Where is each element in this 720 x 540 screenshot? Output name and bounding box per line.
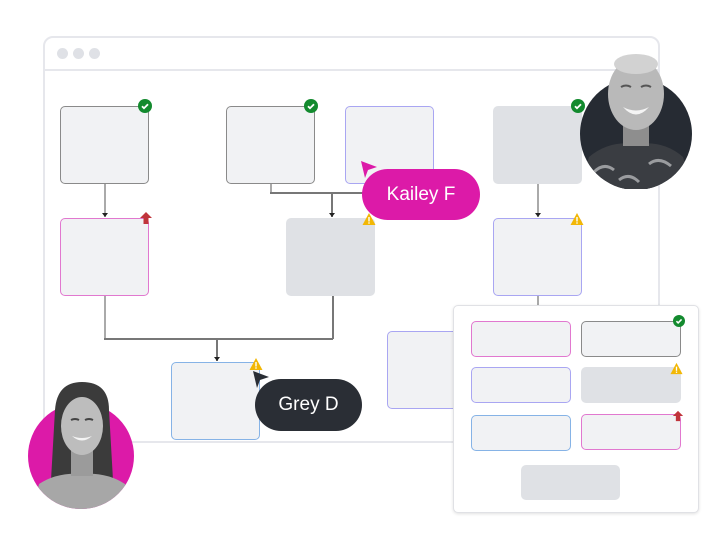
flow-node-8[interactable] (171, 362, 260, 440)
collaborator-name: Grey D (278, 394, 339, 415)
flow-node-1[interactable] (60, 106, 149, 184)
check-badge-icon (571, 99, 585, 113)
panel-item-2[interactable] (581, 321, 681, 357)
check-badge-icon (673, 315, 685, 327)
arrowhead (534, 213, 541, 217)
check-badge-icon (138, 99, 152, 113)
priority-arrow-icon (140, 212, 152, 224)
window-close-dot[interactable] (57, 48, 68, 59)
panel-item-4[interactable] (581, 367, 681, 403)
connector-n7-panel (537, 295, 539, 305)
arrowhead (328, 213, 335, 217)
flow-node-4[interactable] (493, 106, 582, 184)
window-titlebar (45, 38, 658, 71)
connector-n6-down (332, 295, 334, 339)
avatar-man-portrait (580, 54, 692, 189)
connector-merge-bar (104, 338, 333, 340)
window-maximize-dot[interactable] (89, 48, 100, 59)
panel-footer-button[interactable] (521, 465, 620, 500)
arrowhead (101, 213, 108, 217)
arrowhead (213, 357, 220, 361)
connector-to-n8 (216, 338, 218, 361)
warning-icon (570, 213, 584, 225)
panel-item-1[interactable] (471, 321, 571, 357)
cursor-grey-icon (253, 371, 269, 388)
avatar-woman-portrait (28, 382, 134, 509)
avatar-man (579, 52, 693, 189)
connector-n1-n5 (104, 183, 106, 217)
panel-item-3[interactable] (471, 367, 571, 403)
priority-arrow-icon (672, 410, 684, 422)
component-panel (453, 305, 699, 513)
panel-item-5[interactable] (471, 415, 571, 451)
connector-n2-down (270, 183, 272, 192)
collaborator-label-kailey: Kailey F (362, 169, 480, 220)
warning-icon (670, 362, 683, 375)
panel-item-6[interactable] (581, 414, 681, 450)
collaborator-name: Kailey F (386, 183, 456, 205)
avatar-woman (27, 380, 137, 510)
flow-node-7[interactable] (493, 218, 582, 296)
warning-icon (362, 213, 376, 225)
connector-to-n6 (331, 192, 333, 217)
connector-n4-n7 (537, 183, 539, 217)
cursor-kailey-icon (361, 161, 377, 178)
window-minimize-dot[interactable] (73, 48, 84, 59)
connector-n2-n3-bar (270, 192, 364, 194)
connector-n5-down (104, 295, 106, 339)
flow-node-5[interactable] (60, 218, 149, 296)
flow-node-6[interactable] (286, 218, 375, 296)
check-badge-icon (304, 99, 318, 113)
warning-icon (249, 358, 263, 370)
flow-node-2[interactable] (226, 106, 315, 184)
collaborator-label-grey: Grey D (255, 379, 362, 431)
